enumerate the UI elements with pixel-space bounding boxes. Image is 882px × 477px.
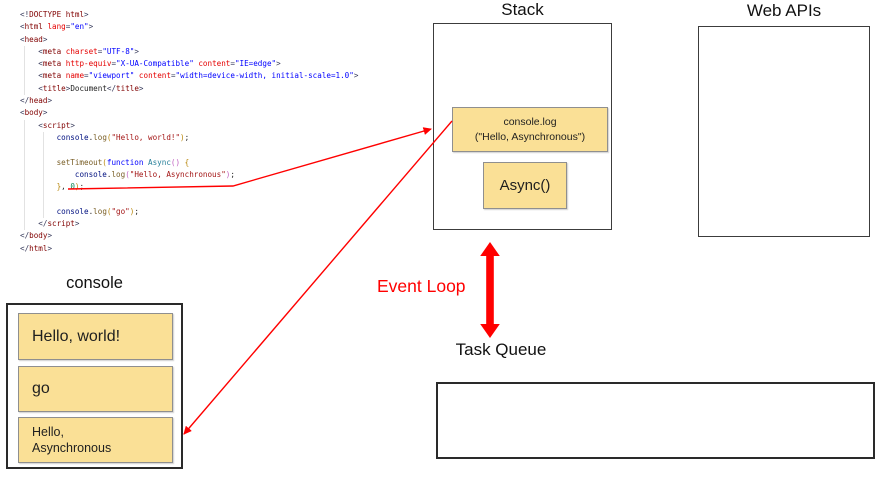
code-line: <!DOCTYPE html> bbox=[20, 10, 89, 19]
code-line: </script> bbox=[38, 219, 80, 229]
code-line: <body> bbox=[20, 108, 48, 118]
stack-title: Stack bbox=[501, 0, 544, 19]
code-line: setTimeout(function Async() { bbox=[56, 157, 190, 167]
code-line: }, 0); bbox=[56, 182, 85, 192]
console-item-hello-world: Hello, world! bbox=[18, 313, 173, 360]
text-line: Asynchronous bbox=[32, 441, 112, 455]
console-title: console bbox=[66, 274, 123, 292]
code-line: <head> bbox=[20, 34, 48, 44]
code-line: </head> bbox=[20, 96, 53, 106]
code-line: <meta http-equiv="X-UA-Compatible" conte… bbox=[38, 59, 281, 69]
code-line: console.log("go"); bbox=[56, 206, 139, 216]
code-line: <html lang="en"> bbox=[20, 22, 94, 32]
stack-frame-consolelog-line2: ("Hello, Asynchronous") bbox=[474, 130, 586, 143]
console-item-go: go bbox=[18, 366, 173, 412]
console-item-hello-asynchronous: Hello, Asynchronous bbox=[18, 417, 173, 463]
code-block: <!DOCTYPE html> <html lang="en"> <head> <m… bbox=[20, 9, 358, 255]
code-line: </html> bbox=[20, 243, 53, 253]
code-line: console.log("Hello, world!"); bbox=[56, 132, 190, 142]
text-line: Hello, world! bbox=[32, 327, 121, 345]
code-line: <meta name="viewport" content="width=dev… bbox=[38, 71, 359, 81]
code-line: <title>Document</title> bbox=[38, 83, 144, 93]
text-line: go bbox=[32, 380, 50, 398]
event-loop-label: Event Loop bbox=[377, 276, 466, 296]
code-line: </body> bbox=[20, 231, 53, 241]
code-line: <script> bbox=[38, 120, 75, 130]
web-apis-box bbox=[698, 26, 870, 237]
indent-guide bbox=[24, 120, 25, 230]
stack-frame-async: Async() bbox=[483, 162, 567, 209]
indent-guide bbox=[43, 132, 44, 218]
task-queue-title: Task Queue bbox=[455, 340, 547, 359]
code-line bbox=[20, 193, 358, 205]
task-queue-box bbox=[436, 382, 875, 459]
event-loop-arrow bbox=[480, 242, 500, 338]
stack-frame-consolelog-line1: console.log bbox=[503, 116, 557, 128]
console-box: Hello, world! go Hello, Asynchronous bbox=[6, 303, 183, 469]
indent-guide bbox=[24, 46, 25, 95]
web-apis-title: Web APIs bbox=[746, 1, 822, 20]
code-line: <meta charset="UTF-8"> bbox=[38, 46, 139, 56]
code-line bbox=[20, 144, 358, 156]
code-line: console.log("Hello, Asynchronous"); bbox=[74, 169, 235, 179]
stack-frame-consolelog: console.log ("Hello, Asynchronous") bbox=[452, 107, 608, 152]
text-line: Hello, bbox=[32, 425, 64, 439]
